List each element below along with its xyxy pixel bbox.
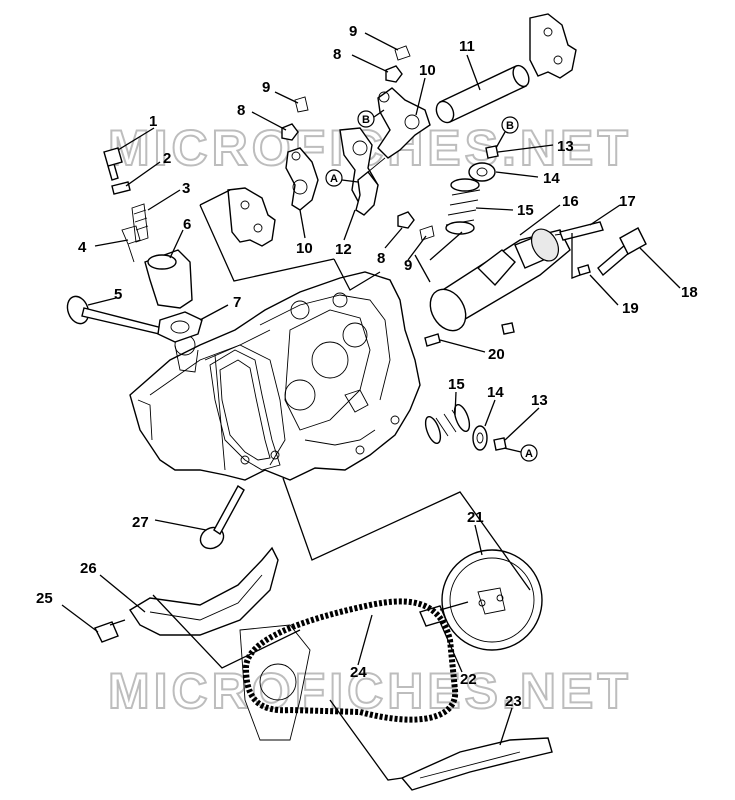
watermark-bottom: MICROFICHES.NET xyxy=(108,663,632,719)
callout-2: 2 xyxy=(163,150,171,167)
leader-lines xyxy=(61,32,681,746)
callout-14a: 14 xyxy=(543,170,560,187)
guide-bolt-25 xyxy=(94,619,126,643)
callout-14b: 14 xyxy=(487,384,504,401)
callout-13b: 13 xyxy=(531,392,548,409)
rocker-arm-left xyxy=(285,147,319,211)
intake-manifold-6 xyxy=(144,249,193,309)
callout-8a: 8 xyxy=(333,46,341,63)
callout-24: 24 xyxy=(350,664,367,681)
callout-21: 21 xyxy=(467,509,484,526)
badge-a-upper: A xyxy=(325,169,359,187)
callout-10a: 10 xyxy=(419,62,436,79)
rocker-arm-upper xyxy=(377,87,431,159)
svg-text:A: A xyxy=(330,173,338,185)
bolt-1 xyxy=(103,147,123,181)
spring-retainer-14-upper xyxy=(468,162,496,182)
callout-26: 26 xyxy=(80,560,97,577)
callout-23: 23 xyxy=(505,693,522,710)
gasket-7 xyxy=(157,311,203,343)
callout-19: 19 xyxy=(622,300,639,317)
rocker-bracket-right xyxy=(529,13,577,79)
camshaft xyxy=(429,228,577,332)
callout-9c: 9 xyxy=(404,257,412,274)
callout-10b: 10 xyxy=(296,240,313,257)
callout-4: 4 xyxy=(78,239,87,256)
head-gasket-inner xyxy=(219,359,271,461)
callout-20: 20 xyxy=(488,346,505,363)
timing-chain xyxy=(242,598,459,723)
callout-8c: 8 xyxy=(377,250,385,267)
chain-guide xyxy=(129,546,279,636)
callout-17: 17 xyxy=(619,193,636,210)
rocker-arm-lower xyxy=(355,157,386,216)
callout-3: 3 xyxy=(182,180,190,197)
locknut-8-left xyxy=(281,123,299,141)
crank-sprocket xyxy=(259,663,297,701)
callout-22: 22 xyxy=(460,671,477,688)
exhaust-valve-27 xyxy=(199,484,245,550)
callout-15a: 15 xyxy=(517,202,534,219)
valve-spring-lower xyxy=(424,403,471,445)
callout-6: 6 xyxy=(183,216,191,233)
crankcase-fragment xyxy=(239,624,311,741)
head-gasket xyxy=(209,349,281,471)
callout-13a: 13 xyxy=(557,138,574,155)
decompression-pin-19 xyxy=(577,264,591,276)
callout-9b: 9 xyxy=(262,79,270,96)
callout-numbers: 1 2 3 4 5 6 7 8 8 8 9 9 9 10 10 11 12 13… xyxy=(36,23,698,710)
callout-7: 7 xyxy=(233,294,241,311)
spring-retainer-14-lower xyxy=(472,425,488,451)
callout-18: 18 xyxy=(681,284,698,301)
rocker-shaft xyxy=(435,64,530,124)
adjuster-screw-9-left xyxy=(294,96,309,113)
callout-8b: 8 xyxy=(237,102,245,119)
rocker-bracket-left xyxy=(227,187,276,247)
callout-12: 12 xyxy=(335,241,352,258)
badge-b-right: B xyxy=(495,116,519,149)
svg-text:B: B xyxy=(506,120,514,132)
oil-plug xyxy=(501,322,515,335)
dowel-pin-20 xyxy=(424,333,441,347)
badge-b-upper: B xyxy=(357,109,385,128)
callout-16: 16 xyxy=(562,193,579,210)
locknut-8-lower xyxy=(397,211,415,229)
valve-spring-upper xyxy=(445,178,481,235)
locknut-8-upper xyxy=(385,65,403,83)
callout-11: 11 xyxy=(459,38,475,55)
callout-5: 5 xyxy=(114,286,122,303)
cam-bolt-18 xyxy=(597,227,647,277)
callout-27: 27 xyxy=(132,514,149,531)
valve-keeper-13-upper xyxy=(485,145,499,159)
bolt-4 xyxy=(121,225,141,263)
tensioner-blade xyxy=(400,737,553,791)
adjuster-screw-9-lower xyxy=(419,225,435,241)
stud-3 xyxy=(131,203,149,243)
callout-25: 25 xyxy=(36,590,53,607)
badge-a-lower: A xyxy=(503,444,538,462)
cam-bolt-17 xyxy=(559,221,604,241)
callout-15b: 15 xyxy=(448,376,465,393)
adjuster-screw-9-upper xyxy=(394,45,411,61)
svg-text:A: A xyxy=(525,448,533,460)
callout-9a: 9 xyxy=(349,23,357,40)
svg-text:B: B xyxy=(362,114,370,126)
washer-2 xyxy=(111,181,131,195)
reference-lines xyxy=(152,189,581,781)
sprocket-bolt-22 xyxy=(419,601,469,627)
cylinder-head xyxy=(129,271,421,481)
callout-1: 1 xyxy=(149,113,157,130)
cam-sprocket xyxy=(441,549,543,651)
